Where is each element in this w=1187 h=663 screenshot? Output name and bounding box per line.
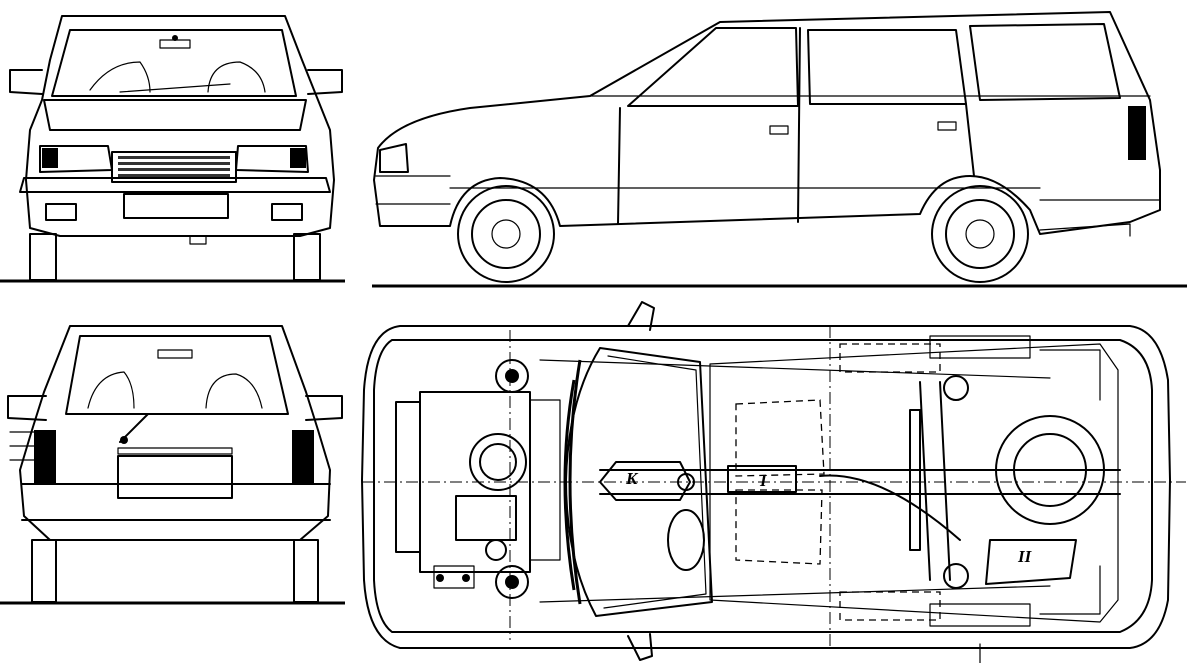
side-view (372, 11, 1187, 288)
top-view (361, 301, 1186, 663)
label-ii: II (1017, 547, 1033, 566)
label-k: K (625, 469, 639, 488)
front-view (0, 15, 345, 283)
rear-view (0, 325, 345, 605)
label-i: I (759, 471, 768, 490)
